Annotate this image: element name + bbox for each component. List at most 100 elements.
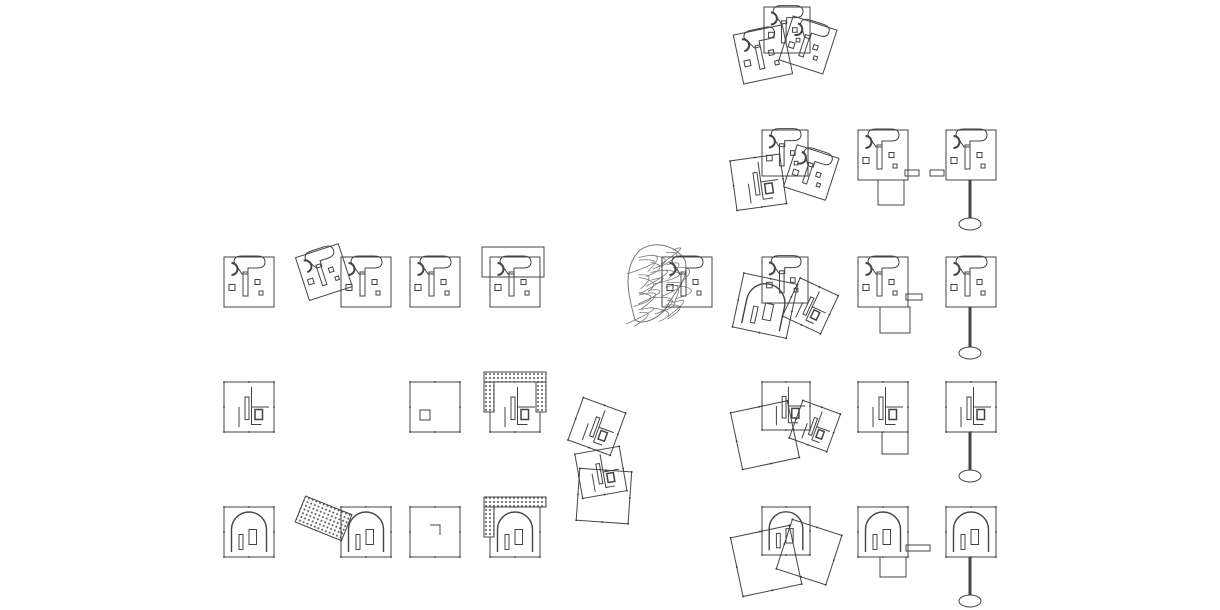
- room: [791, 168, 800, 177]
- stair-curve: [768, 261, 776, 276]
- ramp: [964, 144, 971, 170]
- column-dot: [539, 431, 541, 433]
- room: [888, 152, 895, 158]
- column-dot: [575, 519, 578, 522]
- column-dot: [771, 589, 774, 592]
- column-dot: [995, 406, 997, 408]
- column-dot: [573, 453, 576, 456]
- column-dot: [970, 381, 972, 383]
- ramp: [588, 416, 601, 438]
- room: [792, 27, 798, 33]
- room: [795, 37, 801, 43]
- room: [773, 59, 780, 66]
- column-dot: [839, 413, 842, 415]
- column-dot: [596, 449, 598, 452]
- column-dot: [788, 437, 791, 439]
- scribble-cloud: [626, 247, 692, 327]
- ramp: [754, 44, 766, 70]
- column-dot: [609, 454, 612, 457]
- room: [980, 290, 986, 296]
- partition-walls: [591, 454, 619, 492]
- column-dot: [409, 406, 411, 408]
- column-dot: [799, 277, 802, 279]
- column-dot: [627, 522, 629, 525]
- column-dot: [223, 431, 225, 433]
- column-dot: [753, 156, 756, 159]
- ramp: [749, 305, 759, 324]
- ramp: [872, 534, 878, 550]
- column-dot: [514, 556, 516, 558]
- column-dot: [800, 583, 803, 585]
- rotated-floor-plan: [788, 399, 842, 453]
- column-dot: [601, 521, 604, 523]
- solarium-curve: [803, 147, 833, 168]
- ramp: [878, 396, 884, 420]
- solarium-curve: [772, 5, 804, 25]
- room: [814, 171, 822, 179]
- room: [811, 43, 819, 51]
- column-dot: [459, 556, 461, 558]
- column-dot: [790, 296, 793, 298]
- partition-walls: [504, 387, 535, 427]
- room: [327, 266, 335, 274]
- curved-entrance-wall: [864, 511, 902, 552]
- column-dot: [818, 285, 821, 288]
- service-core: [365, 529, 374, 545]
- ramp: [315, 263, 328, 287]
- column-dot: [857, 431, 859, 433]
- column-dot: [737, 299, 740, 301]
- column-dot: [223, 556, 225, 558]
- column-dot: [760, 206, 763, 208]
- column-dot: [581, 497, 584, 500]
- plan-outline: [945, 129, 997, 181]
- stair-curve: [865, 135, 873, 149]
- curved-entrance-wall: [768, 511, 804, 551]
- column-dot: [390, 531, 392, 533]
- column-dot: [945, 556, 947, 558]
- plan-outline: [729, 524, 803, 598]
- column-dot: [603, 493, 606, 496]
- fragment: [430, 524, 441, 535]
- room: [334, 275, 341, 282]
- stair-curve: [497, 262, 505, 276]
- stair: [520, 408, 530, 421]
- plan-outline: [223, 256, 275, 308]
- column-dot: [995, 381, 997, 383]
- partition-walls: [747, 162, 779, 204]
- room: [766, 154, 773, 162]
- column-dot: [761, 405, 763, 407]
- column-dot: [630, 471, 633, 473]
- partition-walls: [581, 410, 614, 446]
- plan-outline: [661, 256, 713, 308]
- column-dot: [248, 381, 250, 383]
- room: [980, 163, 986, 169]
- extension: [881, 431, 909, 455]
- column-dot: [970, 506, 972, 508]
- column-dot: [273, 381, 275, 383]
- room: [258, 290, 264, 296]
- column-dot: [945, 531, 947, 533]
- hatched-block: [483, 371, 547, 383]
- ramp: [238, 534, 244, 550]
- plan-outline: [857, 129, 909, 181]
- extension: [905, 293, 923, 301]
- column-dot: [995, 506, 997, 508]
- column-dot: [626, 489, 628, 492]
- column-dot: [248, 556, 250, 558]
- room: [414, 284, 422, 291]
- end-bulb: [958, 469, 982, 483]
- left-plan-grid: [223, 243, 547, 558]
- column-dot: [791, 518, 794, 521]
- ramp: [244, 396, 250, 420]
- stair: [809, 308, 821, 322]
- column-dot: [539, 556, 541, 558]
- column-dot: [809, 530, 811, 532]
- column-dot: [816, 526, 819, 529]
- hatched-block: [483, 381, 495, 413]
- extension: [929, 169, 945, 177]
- room: [815, 182, 822, 188]
- room: [862, 157, 870, 164]
- stair-curve: [348, 262, 356, 276]
- solarium-curve: [499, 255, 532, 275]
